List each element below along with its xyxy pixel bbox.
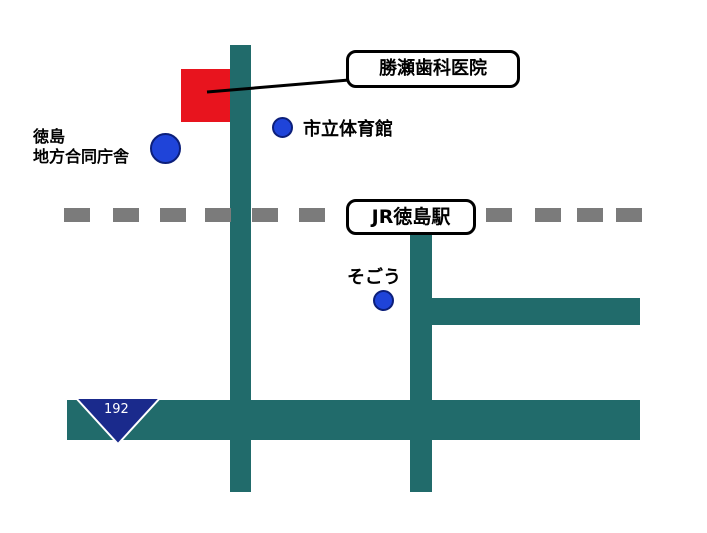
sogo-label: そごう [347,267,401,288]
railway-dash [299,208,325,222]
railway-dash [160,208,186,222]
horizontal-road-east [432,298,640,325]
gym-marker [272,117,293,138]
govt-office-marker [150,133,181,164]
railway-dash [113,208,139,222]
railway-dash [577,208,603,222]
sogo-marker [373,290,394,311]
route-shield-icon [73,397,163,446]
railway-dash [616,208,642,222]
national-route-road [67,400,640,440]
govt-office-label-line2: 地方合同庁舎 [33,147,130,166]
railway-dash [486,208,512,222]
railway-dash [64,208,90,222]
railway-dash [205,208,231,222]
railway-dash [252,208,278,222]
clinic-leader-line [206,78,350,94]
railway-dash [535,208,561,222]
vertical-road-left [230,45,251,492]
govt-office-label-line1: 徳島 [33,127,66,146]
route-number-label: 192 [104,402,129,417]
station-label: JR徳島駅 [371,206,451,228]
clinic-label: 勝瀬歯科医院 [379,58,487,79]
clinic-marker [181,69,230,122]
station-callout: JR徳島駅 [346,199,476,235]
gym-label: 市立体育館 [303,119,393,140]
clinic-callout: 勝瀬歯科医院 [346,50,520,88]
